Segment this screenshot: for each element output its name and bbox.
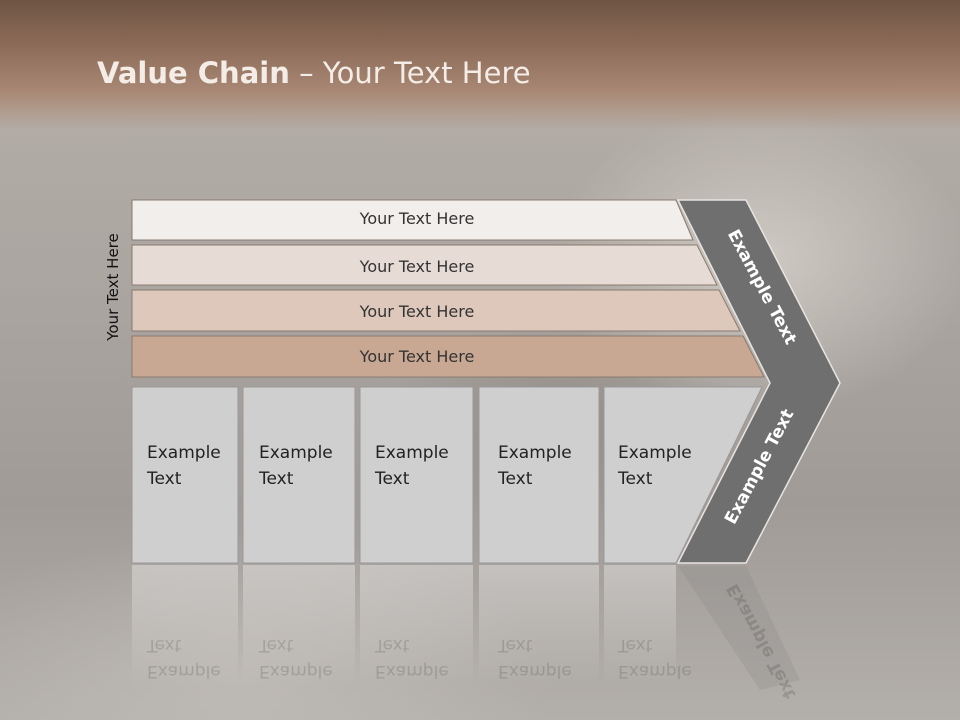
row-band-3 [131,289,741,332]
title-bar [0,0,960,130]
refl-1-line2: Text [147,635,182,655]
cell-box-3 [359,386,474,564]
cell-1-line2: Text [147,469,182,489]
cell-box-1 [131,386,239,564]
row-band-4 [131,335,765,378]
cell-reflection-4 [479,565,599,685]
cell-reflection-1 [132,565,238,685]
row-band-1 [131,199,694,241]
cell-5-line2: Text [618,469,653,489]
title-bold: Value Chain [97,56,290,90]
cell-2-line2: Text [259,469,294,489]
cell-reflection-text-2: Example Text [259,632,333,684]
row-label-3: Your Text Here [359,302,475,321]
refl-3-line2: Text [375,635,410,655]
cell-4-line2: Text [498,469,533,489]
cell-3-line1: Example [375,443,449,463]
title-rest: – Your Text Here [289,56,531,90]
refl-5-line1: Example [618,661,692,681]
cell-reflection-text-3: Example Text [375,632,449,684]
refl-1-line1: Example [147,661,221,681]
cell-reflection-text-4: Example Text [498,632,572,684]
cell-reflection-3 [360,565,473,685]
row-band-2 [131,244,718,286]
cell-reflection-text-1: Example Text [147,632,221,684]
chevron-reflection [678,566,800,690]
cell-box-5 [603,386,763,564]
cell-reflection-5 [604,565,676,685]
refl-2-line2: Text [259,635,294,655]
slide-title: Value Chain – Your Text Here [97,56,531,90]
refl-4-line2: Text [498,635,533,655]
row-label-1: Your Text Here [359,209,475,228]
cell-1-line1: Example [147,443,221,463]
cell-2-line1: Example [259,443,333,463]
cell-box-4 [478,386,600,564]
refl-3-line1: Example [375,661,449,681]
cell-reflection-text-5: Example Text [618,632,692,684]
chevron-arrow [676,199,841,564]
refl-4-line1: Example [498,661,572,681]
cell-5-line1: Example [618,443,692,463]
row-label-4: Your Text Here [359,347,475,366]
cell-reflection-2 [243,565,355,685]
cell-3-line2: Text [375,469,410,489]
cell-box-2 [242,386,356,564]
refl-2-line1: Example [259,661,333,681]
refl-5-line2: Text [618,635,653,655]
row-label-2: Your Text Here [359,257,475,276]
cell-4-line1: Example [498,443,572,463]
